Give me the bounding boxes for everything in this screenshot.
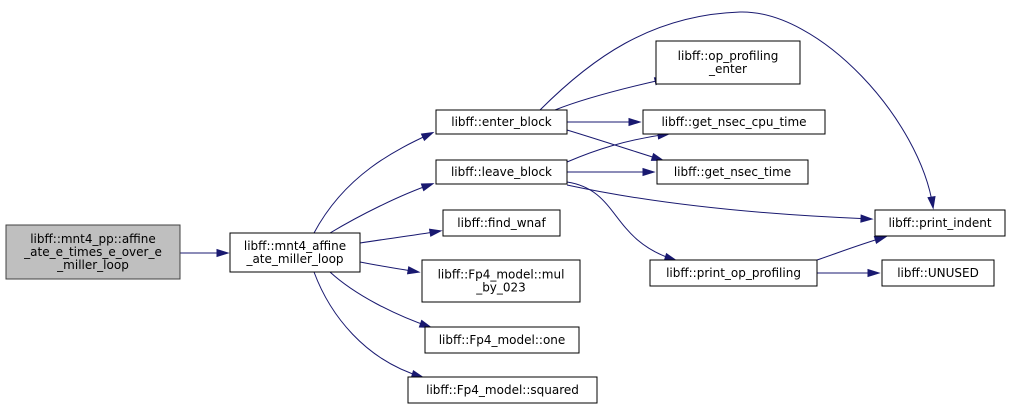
arrowhead bbox=[927, 195, 936, 210]
edge-line bbox=[313, 271, 423, 378]
node-label-line: _ate_miller_loop bbox=[245, 252, 343, 266]
arrowhead bbox=[428, 228, 443, 237]
edge-line bbox=[313, 132, 433, 234]
node-enter-block[interactable]: libff::enter_block bbox=[435, 109, 568, 135]
node-label-line: libff::find_wnaf bbox=[457, 216, 546, 230]
node-label-line: libff::UNUSED bbox=[897, 266, 979, 280]
call-graph-nodes: libff::mnt4_pp::affine_ate_e_times_e_ove… bbox=[5, 40, 1006, 404]
node-box bbox=[407, 376, 598, 404]
node-box bbox=[642, 109, 826, 135]
arrowhead bbox=[628, 117, 642, 127]
edge-line bbox=[816, 236, 886, 261]
node-box bbox=[442, 209, 561, 237]
node-box bbox=[881, 259, 995, 287]
edge-miller_loop-to-enter_block bbox=[313, 131, 435, 234]
node-miller-loop[interactable]: libff::mnt4_affine_ate_miller_loop bbox=[229, 232, 361, 273]
edge-line bbox=[566, 184, 872, 220]
edge-miller_loop-to-mul_by_023 bbox=[359, 261, 421, 275]
node-leave-block[interactable]: libff::leave_block bbox=[435, 159, 568, 185]
edge-root-to-miller_loop bbox=[180, 248, 230, 258]
node-root: libff::mnt4_pp::affine_ate_e_times_e_ove… bbox=[5, 224, 181, 280]
edge-line bbox=[359, 230, 441, 244]
edge-miller_loop-to-one bbox=[329, 271, 433, 328]
node-box bbox=[5, 224, 181, 280]
edge-print_op_profiling-to-print_indent bbox=[816, 236, 888, 261]
edge-miller_loop-to-squared bbox=[313, 271, 425, 379]
node-label-line: libff::get_nsec_cpu_time bbox=[661, 115, 806, 129]
node-label-line: libff::enter_block bbox=[451, 115, 552, 129]
edge-line bbox=[566, 181, 676, 261]
node-op-profiling-enter[interactable]: libff::op_profiling_enter bbox=[655, 40, 801, 85]
node-find-wnaf[interactable]: libff::find_wnaf bbox=[442, 209, 561, 237]
node-box bbox=[435, 109, 568, 135]
node-label-line: libff::Fp4_model::mul bbox=[438, 268, 565, 282]
arrowhead bbox=[873, 236, 888, 245]
node-one[interactable]: libff::Fp4_model::one bbox=[424, 326, 580, 354]
arrowhead bbox=[418, 319, 433, 328]
node-label-line: libff::mnt4_affine bbox=[244, 239, 346, 253]
node-label-line: libff::Fp4_model::one bbox=[439, 333, 566, 347]
node-box bbox=[229, 232, 361, 273]
edge-miller_loop-to-leave_block bbox=[329, 183, 435, 234]
edge-leave_block-to-print_op_profiling bbox=[566, 181, 678, 261]
node-mul-by-023[interactable]: libff::Fp4_model::mul_by_023 bbox=[421, 259, 581, 303]
node-box bbox=[655, 40, 801, 85]
edge-line bbox=[554, 78, 666, 111]
edge-miller_loop-to-find_wnaf bbox=[359, 228, 443, 244]
edge-line bbox=[539, 11, 934, 208]
edge-leave_block-to-get_nsec_time bbox=[566, 167, 656, 177]
node-box bbox=[874, 209, 1006, 237]
arrowhead bbox=[420, 131, 435, 142]
node-box bbox=[656, 159, 809, 185]
node-label-line: libff::mnt4_pp::affine bbox=[30, 232, 156, 246]
node-get-nsec-time[interactable]: libff::get_nsec_time bbox=[656, 159, 809, 185]
edge-line bbox=[329, 183, 433, 234]
edge-enter_block-to-print_indent bbox=[539, 11, 936, 210]
edge-enter_block-to-op_profiling_enter bbox=[554, 77, 668, 111]
node-label-line: libff::leave_block bbox=[451, 165, 552, 179]
node-get-nsec-cpu-time[interactable]: libff::get_nsec_cpu_time bbox=[642, 109, 826, 135]
call-graph-edges bbox=[180, 11, 936, 379]
node-label-line: libff::get_nsec_time bbox=[674, 165, 791, 179]
arrowhead bbox=[663, 252, 678, 261]
arrowhead bbox=[650, 152, 665, 161]
node-label-line: _by_023 bbox=[475, 281, 526, 295]
edge-line bbox=[566, 133, 669, 163]
node-label-line: _miller_loop bbox=[56, 258, 129, 272]
node-label-line: libff::print_op_profiling bbox=[666, 266, 801, 280]
node-print-op-profiling[interactable]: libff::print_op_profiling bbox=[649, 259, 818, 287]
node-box bbox=[649, 259, 818, 287]
edge-enter_block-to-get_nsec_cpu_time bbox=[567, 117, 642, 127]
arrowhead bbox=[420, 183, 435, 192]
node-label-line: _enter bbox=[708, 62, 747, 76]
arrowhead bbox=[860, 214, 874, 223]
node-unused[interactable]: libff::UNUSED bbox=[881, 259, 995, 287]
edge-print_op_profiling-to-unused bbox=[817, 268, 881, 278]
arrowhead bbox=[642, 167, 656, 177]
edge-line bbox=[329, 271, 431, 328]
arrowhead bbox=[406, 266, 421, 275]
node-label-line: libff::print_indent bbox=[888, 216, 991, 230]
arrowhead bbox=[410, 369, 425, 379]
arrowhead bbox=[867, 268, 881, 278]
node-label-line: libff::op_profiling bbox=[678, 49, 779, 63]
node-box bbox=[424, 326, 580, 354]
node-squared[interactable]: libff::Fp4_model::squared bbox=[407, 376, 598, 404]
edge-leave_block-to-print_indent bbox=[566, 184, 874, 223]
node-label-line: _ate_e_times_e_over_e bbox=[23, 245, 162, 259]
arrowhead bbox=[216, 248, 230, 258]
node-box bbox=[435, 159, 568, 185]
node-label-line: libff::Fp4_model::squared bbox=[426, 383, 579, 397]
node-print-indent[interactable]: libff::print_indent bbox=[874, 209, 1006, 237]
node-box bbox=[421, 259, 581, 303]
